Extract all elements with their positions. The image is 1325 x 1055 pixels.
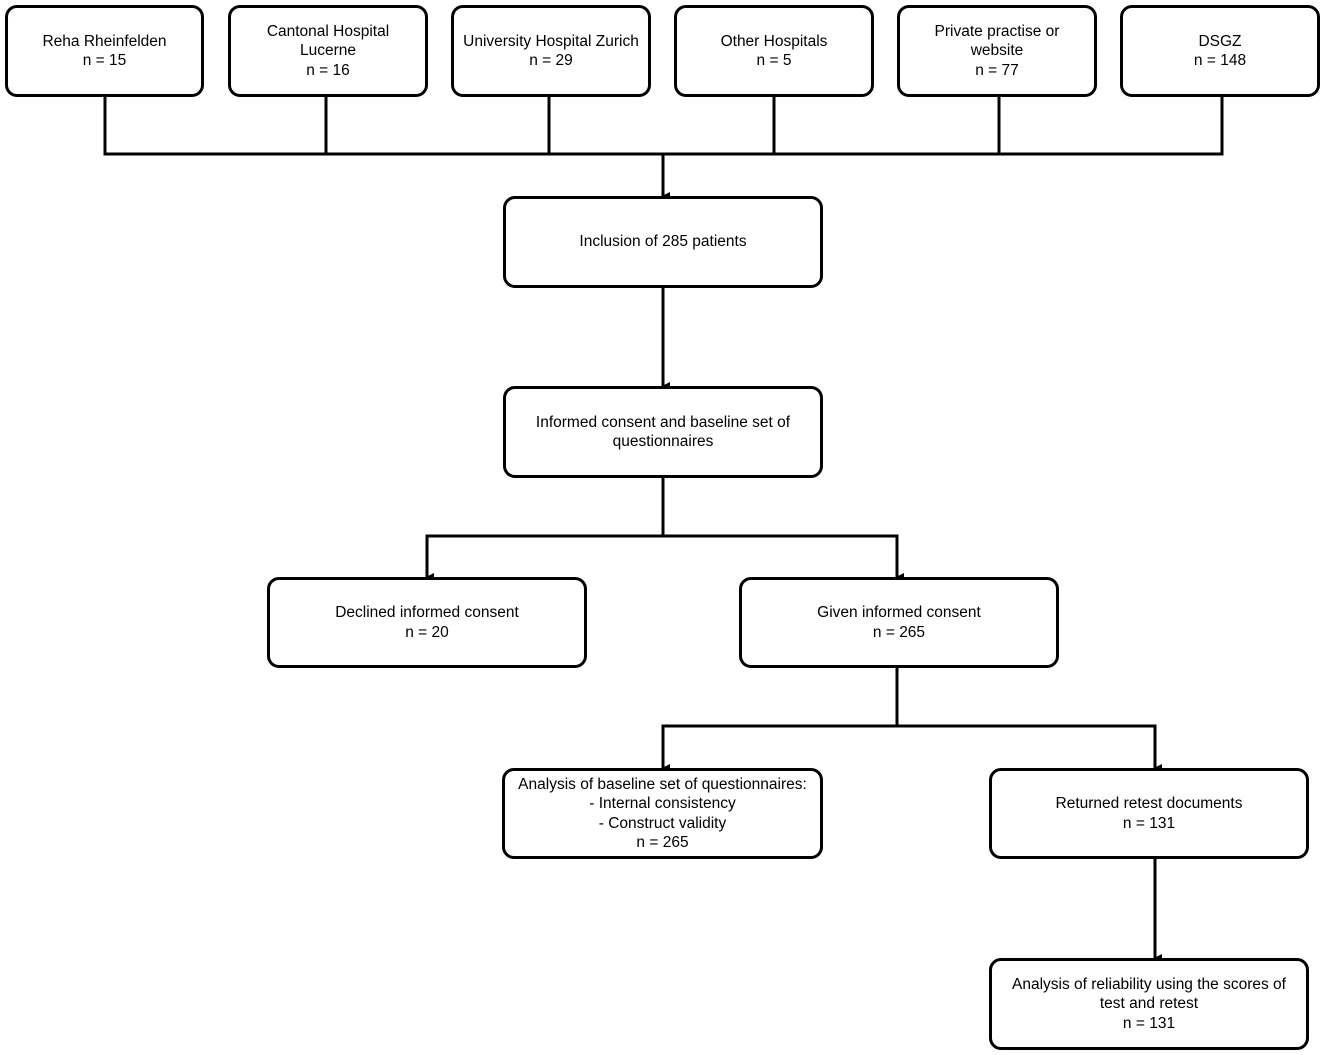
source-count: n = 15 (82, 52, 127, 69)
returned-count: n = 131 (1122, 814, 1176, 832)
analysis-baseline-item: - Internal consistency (589, 795, 736, 812)
returned-box: Returned retest documents n = 131 (989, 768, 1309, 859)
returned-text: Returned retest documents (1055, 795, 1243, 812)
source-box-reha-rheinfelden: Reha Rheinfelden n = 15 (5, 5, 204, 97)
analysis-baseline-item: - Construct validity (598, 814, 727, 832)
source-box-private-practise-or-website: Private practise or website n = 77 (897, 5, 1097, 97)
declined-count: n = 20 (405, 623, 449, 641)
given-count: n = 265 (872, 623, 926, 641)
declined-box: Declined informed consent n = 20 (267, 577, 587, 668)
source-box-dsgz: DSGZ n = 148 (1120, 5, 1320, 97)
given-text: Given informed consent (817, 604, 981, 621)
source-box-university-hospital-zurich: University Hospital Zurich n = 29 (451, 5, 651, 97)
source-name: Reha Rheinfelden (42, 32, 167, 50)
source-count: n = 5 (756, 52, 792, 69)
source-name: Other Hospitals (720, 32, 828, 50)
source-name: DSGZ (1198, 32, 1242, 50)
declined-text: Declined informed consent (335, 604, 519, 621)
given-box: Given informed consent n = 265 (739, 577, 1059, 668)
source-count: n = 148 (1193, 52, 1247, 69)
source-box-other-hospitals: Other Hospitals n = 5 (674, 5, 874, 97)
source-name: Private practise or website (934, 22, 1060, 60)
analysis-baseline-title: Analysis of baseline set of questionnair… (518, 775, 807, 793)
source-name: University Hospital Zurich (463, 32, 639, 50)
analysis-baseline-count: n = 265 (636, 834, 689, 851)
analysis-baseline-box: Analysis of baseline set of questionnair… (502, 768, 823, 859)
source-count: n = 16 (306, 61, 350, 79)
source-count: n = 29 (529, 52, 573, 69)
reliability-box: Analysis of reliability using the scores… (989, 958, 1309, 1050)
reliability-count: n = 131 (1122, 1014, 1176, 1032)
source-count: n = 77 (975, 61, 1019, 79)
inclusion-box: Inclusion of 285 patients (503, 196, 823, 288)
consent-box: Informed consent and baseline set of que… (503, 386, 823, 478)
source-name: Cantonal Hospital Lucerne (266, 22, 390, 60)
inclusion-text: Inclusion of 285 patients (579, 233, 747, 251)
source-box-cantonal-hospital-lucerne: Cantonal Hospital Lucerne n = 16 (228, 5, 428, 97)
consent-text: Informed consent and baseline set of que… (535, 413, 791, 451)
reliability-text: Analysis of reliability using the scores… (1012, 975, 1286, 1013)
